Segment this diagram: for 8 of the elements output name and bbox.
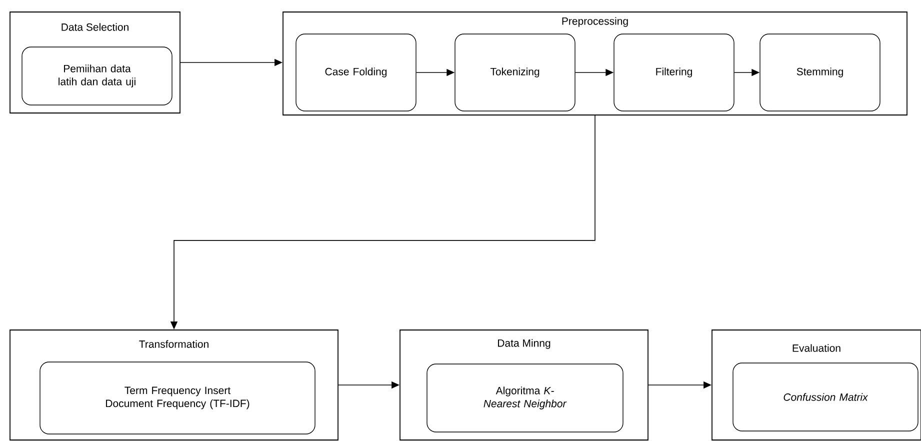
process-box: Pemiihan data latih dan data uji <box>22 46 172 106</box>
process-box: Algoritma K-Nearest Neighbor <box>426 364 624 432</box>
process-box: Filtering <box>614 34 734 112</box>
process-box: Tokenizing <box>454 34 576 112</box>
process-box: Confussion Matrix <box>732 362 918 432</box>
process-box: Case Folding <box>296 34 416 112</box>
process-box: Stemming <box>760 34 880 112</box>
process-box: Term Frequency Insert Document Frequency (TF-IDF) <box>40 362 316 434</box>
